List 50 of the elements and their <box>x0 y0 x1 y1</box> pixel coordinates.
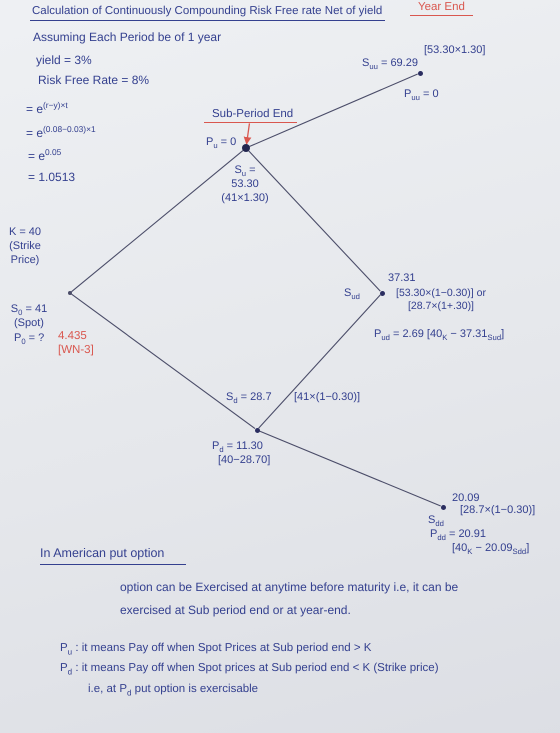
formula-text: = 1.0513 <box>28 170 76 185</box>
tree-branch-line <box>71 294 256 429</box>
note-heading: In American put option <box>40 546 186 565</box>
formula-text: = e$^{0.05}$ <box>28 147 62 165</box>
node-value-label: S$_{0}$ = 41 (Spot) <box>10 303 48 330</box>
column-heading: Sub-Period End <box>204 107 298 124</box>
node-value-label: [53.30×(1−0.30)] or [28.7×(1+.30)] <box>395 287 487 314</box>
tree-node-dot <box>254 428 260 432</box>
node-value-label: [40$_{K}$ − 20.09$_{Sdd}$] <box>452 542 530 556</box>
node-value-label: P$_{0}$ = ? <box>14 332 44 346</box>
column-heading: Year End <box>410 0 473 16</box>
node-value-label: P$_{uu}$ = 0 <box>404 88 439 102</box>
strike-price-label: K = 40 (Strike Price) <box>8 226 42 268</box>
node-value-label: P$_{dd}$ = 20.91 <box>430 528 486 542</box>
note-text: P$_{u}$ : it means Pay off when Spot Prices at Sub period end > K <box>60 641 372 656</box>
node-value-label: P$_{u}$ = 0 <box>206 136 236 150</box>
tree-node-dot <box>418 70 422 76</box>
note-paragraph: option can be Exercised at anytime before maturity i.e, it can be exercised at Sub period end or at year-end. <box>120 579 460 619</box>
tree-branch-line <box>71 150 244 292</box>
assumption-text: Risk Free Rate = 8% <box>38 73 150 88</box>
arrow <box>244 123 252 145</box>
node-value-label: S$_{dd}$ <box>428 514 444 528</box>
node-value-label: S$_{ud}$ <box>344 287 360 301</box>
node-value-label: P$_{ud}$ = 2.69 [40$_{K}$ − 37.31$_{Sud}$] <box>374 328 504 342</box>
node-value-label: [28.7×(1−0.30)] <box>460 504 536 518</box>
assumption-text: yield = 3% <box>36 53 92 68</box>
tree-node-dot <box>68 291 72 295</box>
formula-text: = e$^{(r−y)×t}$ <box>26 100 68 118</box>
tree-node-dot <box>440 504 446 510</box>
tree-node-dot <box>242 144 250 152</box>
tree-branch-line <box>259 430 441 507</box>
node-value-label: 4.435 [WN-3] <box>58 329 95 358</box>
node-value-label: [53.30×1.30] <box>424 44 486 58</box>
formula-text: = e$^{(0.08−0.03)×1}$ <box>26 124 96 142</box>
node-value-label: S$_{d}$ = 28.7 <box>226 391 272 405</box>
node-value-label: 20.09 <box>452 492 480 505</box>
node-value-label: [41×(1−0.30)] <box>294 391 360 405</box>
note-text: P$_{d}$ : it means Pay off when Spot prices at Sub period end < K (Strike price) <box>60 661 439 676</box>
node-value-label: S$_{u}$ = 53.30 (41×1.30) <box>220 164 270 206</box>
node-value-label: 37.31 <box>388 272 416 286</box>
tree-branch-line <box>258 294 381 429</box>
node-value-label: S$_{uu}$ = 69.29 <box>362 57 418 71</box>
assumption-text: Assuming Each Period be of 1 year <box>33 30 222 45</box>
tree-branch-line <box>248 150 381 292</box>
note-text: i.e, at P$_{d}$ put option is exercisable <box>88 682 258 696</box>
node-value-label: [40−28.70] <box>218 454 270 468</box>
page-title: Calculation of Continuously Compounding Risk Free rate Net of yield <box>30 4 386 21</box>
tree-branch-line <box>249 73 418 147</box>
node-value-label: P$_{d}$ = 11.30 <box>212 440 263 454</box>
tree-node-dot <box>380 290 384 296</box>
